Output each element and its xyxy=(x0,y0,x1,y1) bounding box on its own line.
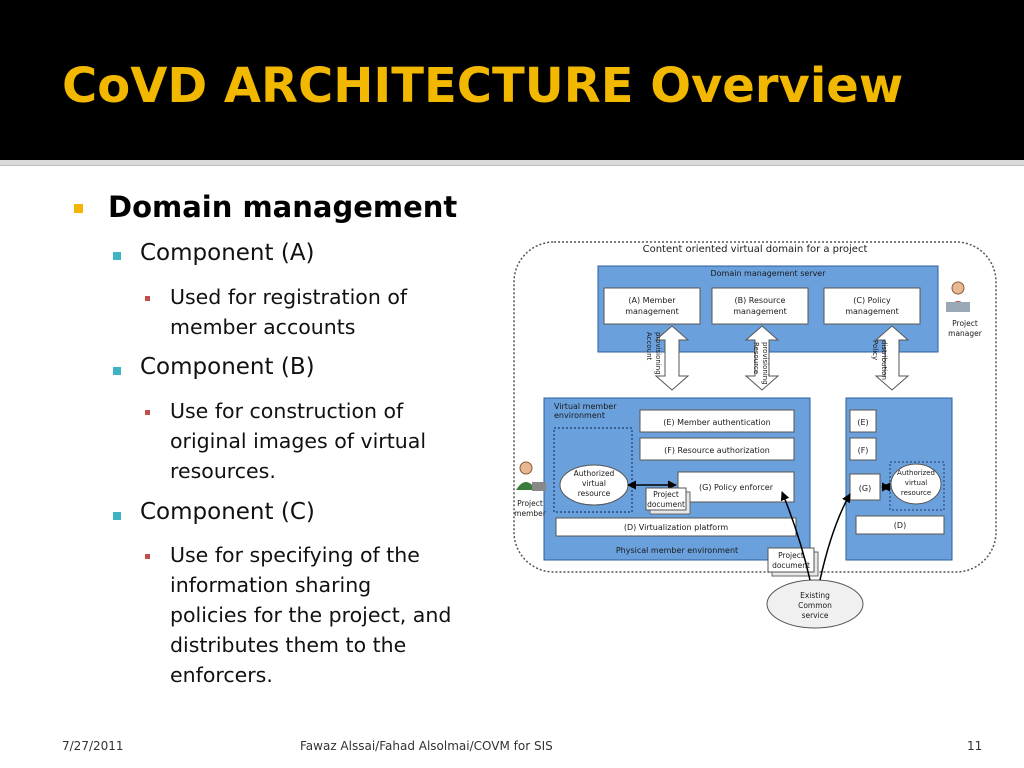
project-document xyxy=(645,487,687,511)
existing-common-service-label: Existing xyxy=(800,591,830,600)
bullet-domain-management: Domain management xyxy=(108,190,458,224)
remote-authorized-resource-label: resource xyxy=(901,489,931,497)
policy-management-line: (C) Policy xyxy=(853,296,891,305)
component-c-detail-line: enforcers. xyxy=(170,663,273,687)
remote-virtualization-label: (D) xyxy=(894,521,906,530)
resource-management-line: management xyxy=(733,307,787,316)
footer-page-number: 11 xyxy=(967,739,983,753)
account-provisioning-arrow xyxy=(654,325,690,391)
virtualization-platform-label: (D) Virtualization platform xyxy=(624,523,728,532)
component-a-label: Component (A) xyxy=(140,240,315,266)
component-b-detail-line: Use for construction of xyxy=(170,399,404,423)
component-c-detail-line: Use for specifying of the xyxy=(170,543,420,567)
bullet-level2-marker xyxy=(113,367,121,375)
resource-authorization-box xyxy=(639,437,795,461)
component-b-detail-line: resources. xyxy=(170,459,276,483)
component-c-detail: Use for specifying of the information sh… xyxy=(170,540,451,690)
bullet-level2-marker xyxy=(113,252,121,260)
policy-enforcer-box xyxy=(677,471,795,503)
remote-authorized-virtual-resource xyxy=(890,463,942,505)
project-member-label: member xyxy=(514,509,547,518)
account-provisioning-label: provisioning xyxy=(654,332,662,375)
member-authentication-box xyxy=(639,409,795,433)
virtual-domain-title: Content oriented virtual domain for a pr… xyxy=(643,244,868,255)
component-a-detail-line: Used for registration of xyxy=(170,285,408,309)
existing-common-service xyxy=(766,579,864,629)
title-divider xyxy=(0,160,1024,166)
remote-authorization-box xyxy=(849,437,877,461)
resource-provisioning-label: Resource xyxy=(752,342,760,374)
policy-distribution-label: distribution xyxy=(880,340,888,380)
policy-distribution-label: Policy xyxy=(871,340,879,360)
resource-provisioning-label: provisioning xyxy=(761,342,769,385)
member-management-box xyxy=(603,287,701,325)
resource-provisioning-arrow xyxy=(744,325,780,391)
project-document-label: document xyxy=(647,500,685,509)
member-management-line: (A) Member xyxy=(628,296,676,305)
virtual-member-environment-label: environment xyxy=(554,411,605,420)
virtual-member-environment-label: Virtual member xyxy=(554,402,617,411)
component-c-label: Component (C) xyxy=(140,499,315,525)
resource-management-line: (B) Resource xyxy=(735,296,786,305)
architecture-diagram: Content oriented virtual domain for a pr… xyxy=(510,236,1000,630)
remote-authorization-label: (F) xyxy=(858,446,869,455)
policy-management-box xyxy=(823,287,921,325)
project-manager-icon xyxy=(946,281,970,312)
existing-common-service-label: Common xyxy=(798,601,832,610)
title-bar: CoVD ARCHITECTURE Overview xyxy=(0,0,1024,160)
remote-authorized-resource-label: Authorized xyxy=(897,469,935,477)
component-c-detail-line: distributes them to the xyxy=(170,633,407,657)
bullet-level3-marker xyxy=(145,410,150,415)
policy-enforcer-label: (G) Policy enforcer xyxy=(699,483,774,492)
remote-enforcer-service-arrow xyxy=(819,493,851,581)
physical-member-environment-label: Physical member environment xyxy=(616,546,738,555)
architecture-diagram-svg: Content oriented virtual domain for a pr… xyxy=(513,241,997,629)
bullet-level1-marker xyxy=(74,204,83,213)
account-provisioning-label: Account xyxy=(645,332,653,361)
enforcer-service-arrow xyxy=(780,491,811,581)
component-a-detail-line: member accounts xyxy=(170,315,356,339)
authorized-virtual-resource-label: virtual xyxy=(582,479,606,488)
component-c-detail-line: policies for the project, and xyxy=(170,603,452,627)
footer-date: 7/27/2011 xyxy=(62,739,124,753)
shared-project-document-label: document xyxy=(772,561,810,570)
bullet-list: Domain management Component (A) Used for… xyxy=(0,0,500,700)
bullet-level3-marker xyxy=(145,554,150,559)
existing-common-service-label: service xyxy=(802,611,829,620)
component-c-detail-line: information sharing xyxy=(170,573,372,597)
member-management-line: management xyxy=(625,307,679,316)
project-document-label: Project xyxy=(653,490,679,499)
component-b-detail-line: original images of virtual xyxy=(170,429,427,453)
policy-distribution-arrow xyxy=(874,325,910,391)
remote-policy-enforcer-label: (G) xyxy=(859,484,871,493)
resource-authorization-label: (F) Resource authorization xyxy=(664,446,770,455)
remote-virtualization-box xyxy=(855,515,945,535)
bullet-level2-marker xyxy=(113,512,121,520)
authorized-virtual-resource-label: resource xyxy=(578,489,611,498)
remote-policy-enforcer-box xyxy=(849,473,881,501)
authorized-virtual-resource-label: Authorized xyxy=(574,469,615,478)
project-manager-label: manager xyxy=(948,329,983,338)
project-manager-label: Project xyxy=(952,319,978,328)
footer-authors: Fawaz Alssai/Fahad Alsolmai/COVM for SIS xyxy=(300,739,553,753)
remote-authorized-resource-label: virtual xyxy=(905,479,927,487)
component-b-label: Component (B) xyxy=(140,354,315,380)
member-authentication-label: (E) Member authentication xyxy=(663,418,770,427)
bullet-level3-marker xyxy=(145,296,150,301)
remote-authentication-label: (E) xyxy=(857,418,868,427)
shared-project-document xyxy=(767,547,815,573)
project-member-icon xyxy=(516,461,546,491)
component-b-detail: Use for construction of original images … xyxy=(170,396,426,486)
component-a-detail: Used for registration of member accounts xyxy=(170,282,407,342)
resource-management-box xyxy=(711,287,809,325)
remote-authentication-box xyxy=(849,409,877,433)
domain-management-server-title: Domain management server xyxy=(710,269,826,278)
shared-project-document-label: Project xyxy=(778,551,804,560)
project-member-label: Project xyxy=(517,499,543,508)
slide-title: CoVD ARCHITECTURE Overview xyxy=(62,58,904,114)
policy-management-line: management xyxy=(845,307,899,316)
virtualization-platform-box xyxy=(555,517,797,537)
